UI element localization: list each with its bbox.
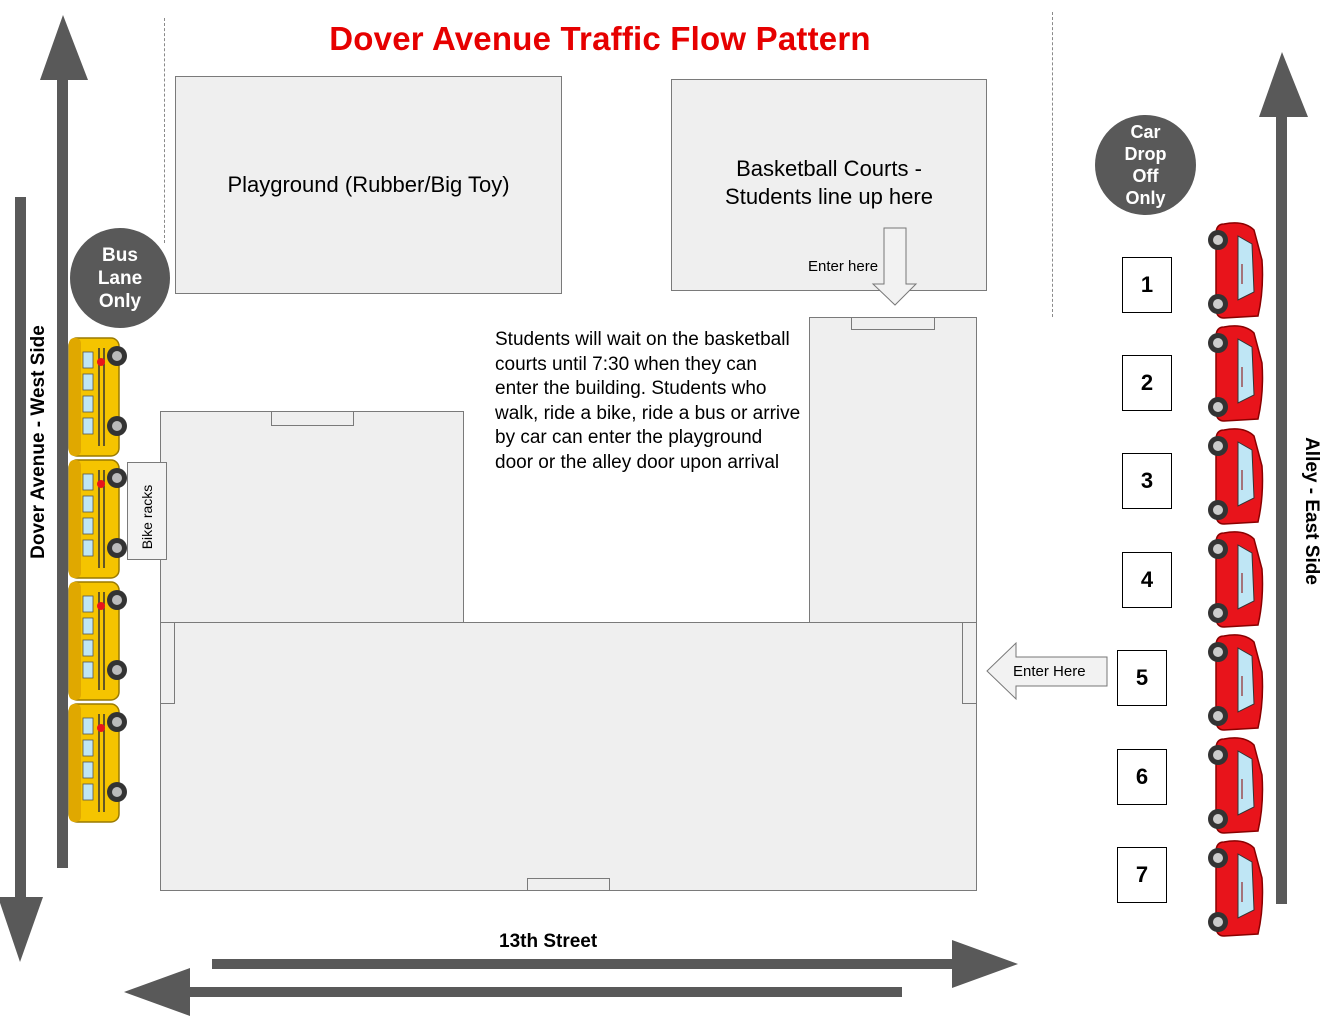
school-bus-icon	[68, 337, 128, 457]
south-right-arrow	[212, 940, 1018, 988]
building-main	[160, 622, 977, 891]
car-dropoff-badge: Car Drop Off Only	[1095, 115, 1196, 215]
red-car-icon	[1207, 840, 1264, 937]
dropoff-spot-4: 4	[1122, 552, 1172, 608]
car-dropoff-line2: Drop	[1124, 144, 1167, 164]
dropoff-spot-2: 2	[1122, 355, 1172, 411]
dashed-divider-right	[1052, 12, 1053, 317]
bike-racks	[127, 462, 167, 560]
dropoff-spot-3: 3	[1122, 453, 1172, 509]
west-down-arrow	[0, 197, 43, 962]
door-right-wing-top	[851, 317, 935, 330]
car-dropoff-line4: Only	[1125, 188, 1166, 208]
red-car-icon	[1207, 222, 1264, 319]
west-street-label: Dover Avenue - West Side	[28, 325, 49, 559]
door-left-wing-top	[271, 411, 354, 426]
red-car-icon	[1207, 325, 1264, 422]
dashed-divider-left	[164, 18, 165, 243]
south-street-label: 13th Street	[499, 931, 598, 952]
bus-lane-line1: Bus	[102, 244, 138, 266]
south-left-arrow	[124, 968, 902, 1016]
diagram-title: Dover Avenue Traffic Flow Pattern	[329, 20, 871, 57]
school-bus-icon	[68, 581, 128, 701]
east-up-arrow	[1259, 52, 1308, 904]
door-main-west	[160, 622, 175, 704]
door-main-east	[962, 622, 977, 704]
east-street-label: Alley - East Side	[1301, 437, 1322, 585]
arrival-note: Students will wait on the basketball cou…	[495, 329, 801, 473]
red-car-icon	[1207, 634, 1264, 731]
dropoff-spot-6: 6	[1117, 749, 1167, 805]
car-dropoff-line1: Car	[1130, 122, 1161, 142]
bus-lane-badge: Bus Lane Only	[70, 228, 170, 328]
playground-label: Playground (Rubber/Big Toy)	[227, 172, 510, 197]
car-dropoff-line3: Off	[1132, 166, 1159, 186]
door-main-bottom	[527, 878, 610, 891]
basketball-courts-label: Basketball Courts - Students line up her…	[671, 150, 987, 216]
alley-enter-arrow	[986, 641, 1108, 701]
bus-lane-line2: Lane	[97, 267, 143, 289]
red-car-icon	[1207, 428, 1264, 525]
west-up-arrow	[40, 15, 88, 868]
courts-enter-arrow	[871, 227, 918, 306]
school-bus-icon	[68, 703, 128, 823]
basketball-label-line1: Basketball Courts -	[736, 156, 922, 181]
dropoff-spot-1: 1	[1122, 257, 1172, 313]
basketball-label-line2: Students line up here	[725, 184, 933, 209]
red-car-icon	[1207, 531, 1264, 628]
alley-enter-label: Enter Here	[1013, 663, 1086, 680]
dropoff-spot-7: 7	[1117, 847, 1167, 903]
school-bus-icon	[68, 459, 128, 579]
bus-lane-line3: Only	[98, 290, 142, 312]
basketball-courts-area	[671, 79, 987, 291]
courts-enter-label: Enter here	[808, 258, 879, 275]
dropoff-spot-5: 5	[1117, 650, 1167, 706]
playground-area	[175, 76, 562, 294]
red-car-icon	[1207, 737, 1264, 834]
